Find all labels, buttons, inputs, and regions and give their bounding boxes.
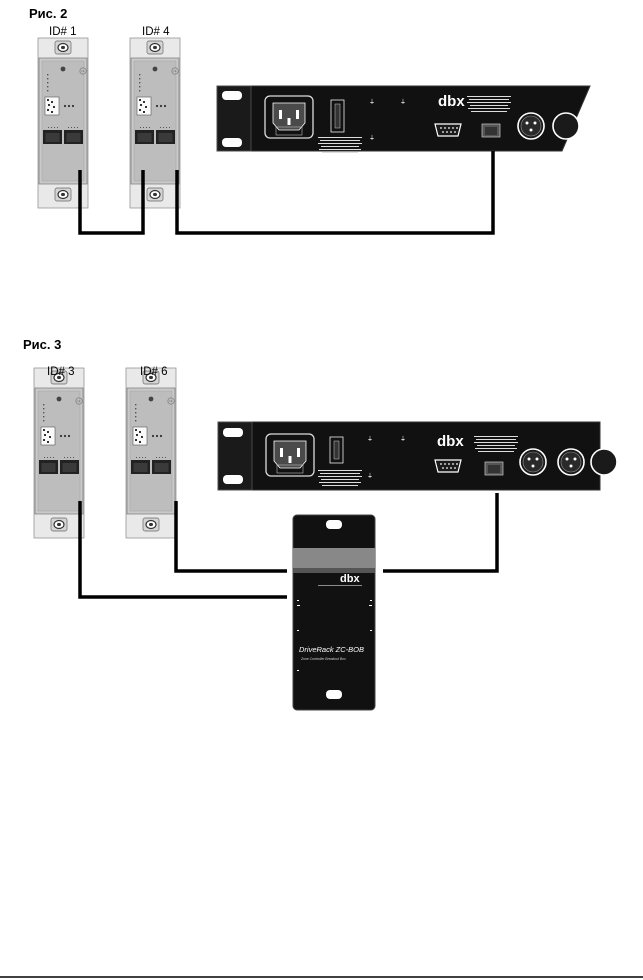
hub-model-name: DriveRack ZC-BOB (299, 645, 364, 654)
rack-device-rear-panel: ⏚ ⏚ ⏚ dbx (216, 85, 591, 153)
dbx-logo: dbx (438, 93, 465, 110)
figure-2-title: Рис. 2 (29, 6, 68, 21)
ground-symbol-icon: ⏚ (400, 99, 406, 106)
zone-controller-panel (33, 367, 85, 539)
zone-controller-panel (125, 367, 177, 539)
figure-3-title: Рис. 3 (23, 337, 62, 352)
dbx-logo: dbx (437, 433, 464, 450)
cable (78, 151, 495, 235)
rack-device-rear-panel: ⏚ ⏚ ⏚ dbx (217, 421, 618, 491)
panel-id-label: ID# 1 (49, 26, 77, 38)
figure-2-diagram: ID# 1 ID# 4 ⏚ ⏚ ⏚ dbx (37, 26, 591, 235)
ground-symbol-icon: ⏚ (400, 436, 406, 443)
dbx-logo: dbx (340, 573, 360, 585)
panel-id-label: ID# 6 (140, 366, 168, 378)
panel-id-label: ID# 3 (47, 366, 75, 378)
panel-id-label: ID# 4 (142, 26, 170, 38)
hub-subtitle: Zone Controller Breakout Box (300, 657, 346, 661)
figure-3-diagram: ID# 3 ID# 6 ⏚ ⏚ ⏚ dbx (33, 366, 618, 711)
ground-symbol-icon: ⏚ (369, 135, 375, 142)
zone-controller-panel (129, 37, 181, 209)
ground-symbol-icon: ⏚ (367, 473, 373, 480)
ground-symbol-icon: ⏚ (369, 99, 375, 106)
cable (78, 493, 499, 599)
zc-bob-breakout-box: dbx DriveRack ZC-BOB Zone Controller Bre… (292, 514, 376, 711)
ground-symbol-icon: ⏚ (367, 436, 373, 443)
